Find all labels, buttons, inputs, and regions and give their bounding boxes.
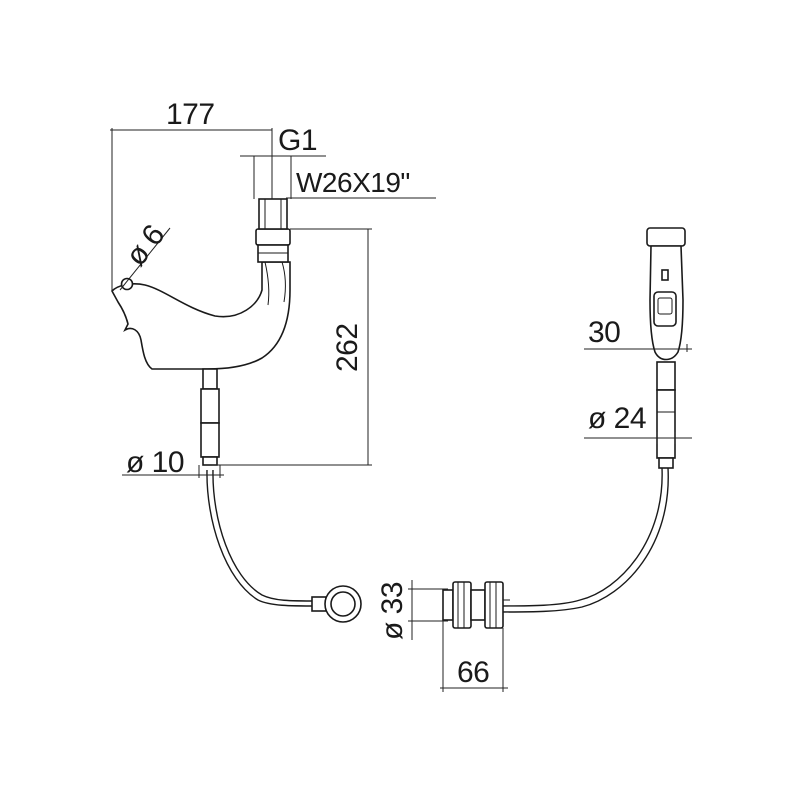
round-connector <box>311 585 362 623</box>
spout-contour <box>264 261 270 306</box>
left-hose <box>206 469 319 607</box>
dim-262: 262 <box>331 323 364 372</box>
spout-nut <box>255 228 291 246</box>
handle-stem-lower <box>656 389 676 459</box>
dim-177: 177 <box>166 98 215 131</box>
spout-body <box>111 261 291 370</box>
dim-w26x19: W26X19" <box>296 167 410 198</box>
lever-slot <box>661 269 669 281</box>
hoses <box>206 467 669 613</box>
lever <box>653 291 677 327</box>
dim-30: 30 <box>588 316 620 349</box>
handle-stem-tip <box>658 457 674 469</box>
handle-assembly <box>646 227 686 469</box>
dim-bore-6: ø 6 <box>120 219 172 272</box>
thread-shank <box>258 198 288 230</box>
dim-dia-33: ø 33 <box>376 582 409 640</box>
handle-cap <box>646 227 686 247</box>
bore-hole <box>120 277 134 291</box>
spout-stem-lower <box>200 422 220 458</box>
spout-stem-mid <box>200 388 220 424</box>
spout-stem-tip <box>202 456 218 466</box>
dim-dia-10: ø 10 <box>126 446 184 479</box>
spout-stem <box>202 368 218 390</box>
spout-assembly <box>111 198 291 466</box>
dim-66: 66 <box>457 656 489 689</box>
handle-stem <box>656 361 676 391</box>
right-hose <box>499 467 663 607</box>
spout-contour <box>281 261 286 303</box>
dim-dia-24: ø 24 <box>588 402 646 435</box>
dim-g1: G1 <box>278 124 317 157</box>
dimension-lines <box>110 128 692 692</box>
center-manifold <box>442 581 510 629</box>
